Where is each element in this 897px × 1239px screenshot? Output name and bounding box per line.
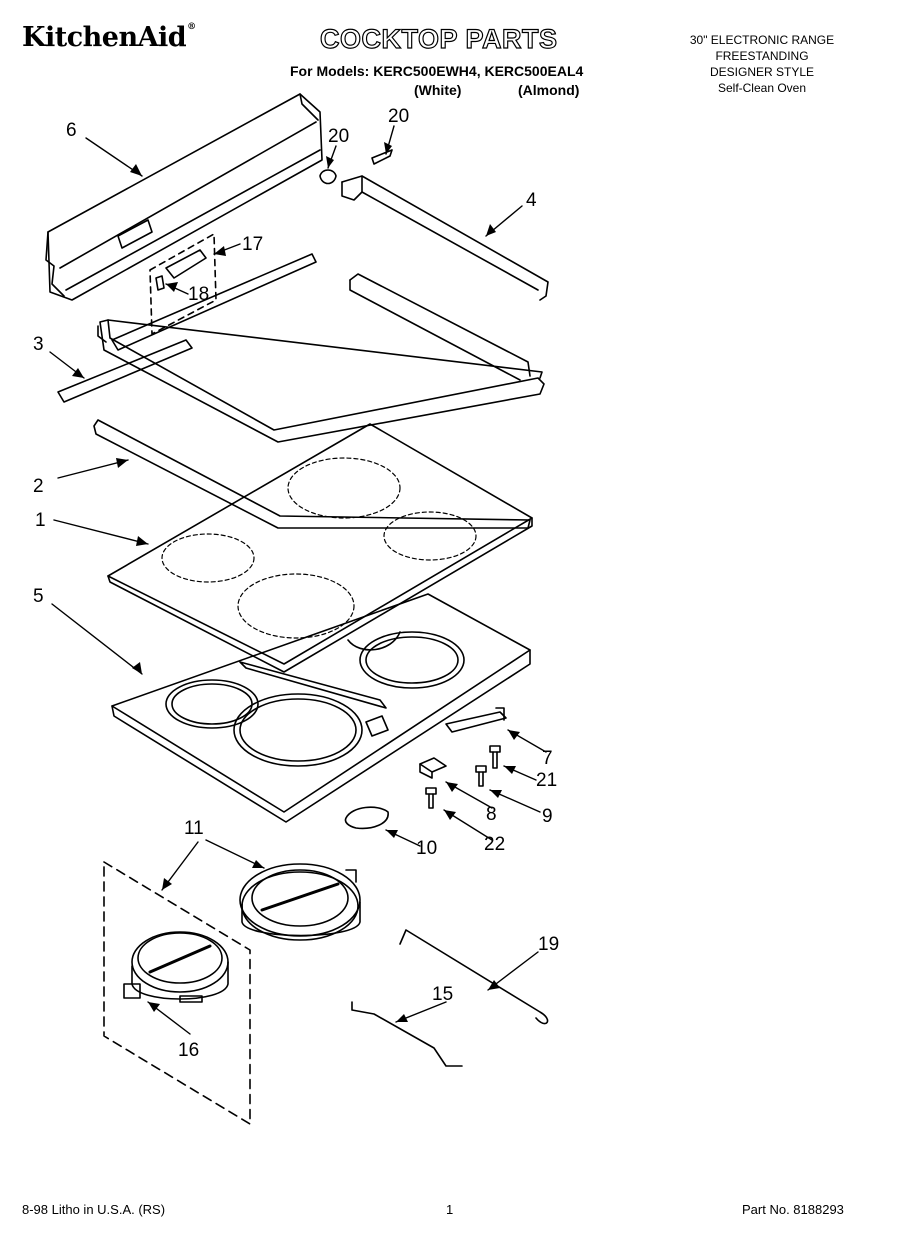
callout-1: 1: [35, 510, 46, 531]
part-8-clip: [419, 757, 447, 779]
spec-line-2: FREESTANDING: [715, 49, 809, 63]
callout-15: 15: [432, 984, 453, 1005]
callout-9: 9: [542, 806, 553, 827]
callout-17: 17: [242, 234, 263, 255]
side-strip: [111, 253, 317, 351]
part-15-wire: [351, 1001, 463, 1067]
part-2-seal: [93, 419, 531, 529]
part-7-bracket: [445, 707, 507, 733]
page-number: 1: [446, 1202, 454, 1217]
part-21-screw: [489, 745, 501, 769]
callout-4: 4: [526, 190, 537, 211]
models-line: For Models: KERC500EWH4, KERC500EAL4: [290, 63, 584, 79]
callout-18: 18: [188, 284, 209, 305]
spec-line-1: 30" ELECTRONIC RANGE: [689, 33, 835, 47]
variant-white: (White): [414, 82, 462, 98]
callout-8: 8: [486, 804, 497, 825]
spec-block: 30" ELECTRONIC RANGE FREESTANDING DESIGN…: [662, 32, 862, 96]
part-22-screw: [425, 787, 437, 809]
part-4-rear-frame: [341, 175, 549, 381]
brand-name: KitchenAid: [22, 22, 187, 53]
callout-20-right: 20: [388, 106, 409, 127]
brand-logo: KitchenAid®: [22, 22, 196, 53]
variant-almond: (Almond): [518, 82, 580, 98]
callout-11: 11: [184, 818, 204, 839]
part-20-screws: [319, 149, 393, 185]
part-5-burner-box: [111, 593, 531, 823]
registered-mark: ®: [187, 22, 196, 32]
callout-5: 5: [33, 586, 44, 607]
callout-6: 6: [66, 120, 77, 141]
spec-line-3: DESIGNER STYLE: [709, 65, 815, 79]
callout-16: 16: [178, 1040, 199, 1061]
callout-10: 10: [416, 838, 437, 859]
print-info: 8-98 Litho in U.S.A. (RS): [22, 1202, 166, 1217]
part-1-glass-top: [107, 423, 533, 673]
part-number: Part No. 8188293: [742, 1202, 844, 1217]
part-16-element: [123, 931, 229, 1003]
part-11-element: [239, 863, 361, 941]
page-title: COCKTOP PARTS: [319, 23, 558, 54]
callout-21: 21: [536, 770, 557, 791]
part-9-screw: [475, 765, 487, 787]
callout-7: 7: [542, 748, 553, 769]
part-11-dashed-group: [103, 861, 251, 1125]
spec-line-4: Self-Clean Oven: [717, 81, 807, 95]
leader-arrowheads: [72, 142, 520, 1022]
cooktop-frame: [97, 319, 545, 443]
part-10-terminal: [344, 806, 389, 830]
callout-2: 2: [33, 476, 44, 497]
part-6-back-trim: [45, 93, 323, 301]
part-19-wire: [399, 929, 549, 1025]
part-17-18-group: [149, 233, 217, 335]
callout-3: 3: [33, 334, 44, 355]
callout-22: 22: [484, 834, 505, 855]
callout-20-left: 20: [328, 126, 349, 147]
callout-19: 19: [538, 934, 559, 955]
